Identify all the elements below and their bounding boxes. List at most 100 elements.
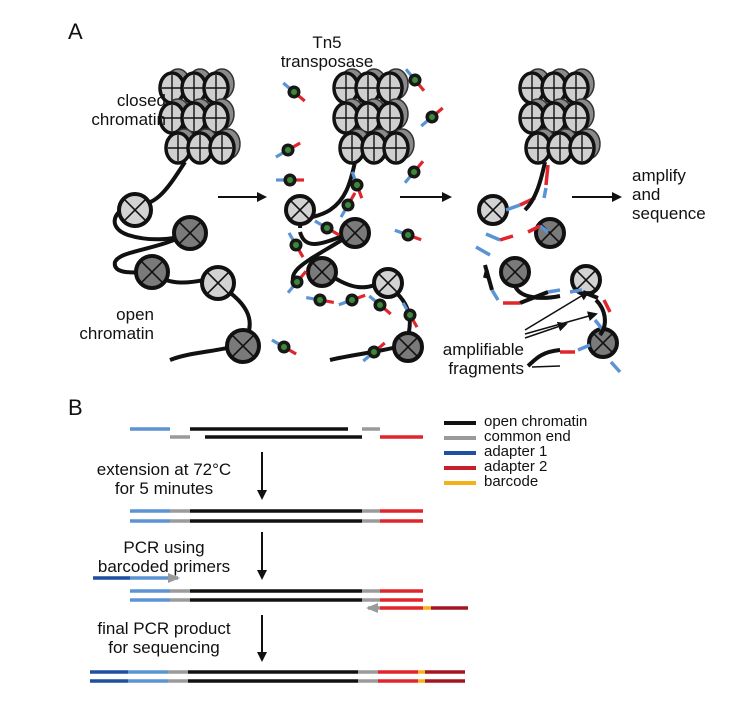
open-nucleosomes-stage-1 — [117, 192, 261, 364]
fragment-segment — [542, 187, 548, 199]
fragment-segment — [602, 299, 612, 313]
tn5-complex — [271, 338, 297, 356]
tn5-complex — [287, 232, 305, 258]
closed-nucleosome — [202, 68, 235, 105]
fragment-segment — [475, 245, 491, 257]
fragment-segment — [609, 360, 622, 374]
closed-chromatin-label-line-2: chromatin — [91, 110, 166, 129]
closed-nucleosome — [562, 98, 595, 135]
tn5-complex — [394, 228, 422, 242]
tn5-label-line-1: Tn5 — [312, 33, 342, 52]
amplify-sequence-label-line-3: sequence — [632, 204, 706, 223]
tn5-complex — [338, 293, 366, 307]
open-nucleosome — [392, 331, 424, 363]
fragment-segment — [544, 164, 550, 186]
open-chromatin-label-line-2: chromatin — [79, 324, 154, 343]
panel-label-b: B — [68, 395, 83, 420]
panel-label-a: A — [68, 19, 83, 44]
open-nucleosome — [172, 215, 208, 251]
open-nucleosomes-stage-2 — [284, 194, 424, 363]
closed-nucleosome — [524, 128, 557, 165]
step-final-product-label-line-1: final PCR product — [97, 619, 231, 638]
tn5-complex — [368, 294, 392, 316]
closed-nucleosome — [562, 68, 595, 105]
fragment-segment — [538, 224, 550, 234]
open-nucleosome — [134, 254, 170, 290]
tn5-complex — [275, 141, 301, 159]
legend-swatch — [444, 436, 476, 440]
tn5-complex — [282, 81, 306, 103]
open-nucleosome — [117, 192, 153, 228]
closed-nucleosome — [568, 128, 601, 165]
fragment-segment — [547, 288, 561, 294]
step-extension-label-line-1: extension at 72°C — [96, 460, 232, 479]
legend-label: adapter 1 — [484, 443, 548, 460]
tn5-label-line-2: transposase — [280, 52, 374, 71]
closed-chromatin-cluster-3 — [518, 68, 601, 165]
tn5-complex — [362, 341, 386, 363]
open-nucleosome — [372, 267, 404, 299]
open-nucleosome — [200, 265, 236, 301]
fiber-remnant — [526, 348, 561, 368]
open-nucleosome — [534, 217, 566, 249]
fragment-segment — [577, 343, 591, 352]
open-nucleosome — [225, 328, 261, 364]
open-chromatin-label-line-1: open — [116, 305, 154, 324]
fragment-segment — [483, 269, 489, 279]
closed-chromatin-cluster-1 — [158, 68, 241, 165]
open-nucleosome — [339, 217, 371, 249]
open-nucleosomes-stage-3 — [477, 194, 619, 359]
fragment-segment — [499, 234, 514, 242]
closed-nucleosome — [208, 128, 241, 165]
legend-label: barcode — [484, 473, 539, 490]
legend-swatch — [444, 421, 476, 425]
tn5-complex — [403, 160, 425, 184]
tn5-complex — [401, 302, 419, 328]
fiber-remnant — [523, 161, 547, 212]
fragment-segment — [485, 232, 501, 242]
amplifiable-fragments-label-line-2: fragments — [448, 359, 524, 378]
open-nucleosome — [499, 256, 531, 288]
step-final-product-label-line-2: for sequencing — [108, 638, 220, 657]
closed-chromatin-label-line-1: closed — [116, 91, 166, 110]
chromatin-fiber-stage-2 — [291, 161, 412, 362]
amplify-sequence-label-line-1: amplify — [632, 166, 686, 185]
tn5-complex — [420, 106, 444, 128]
closed-nucleosome — [376, 68, 409, 105]
legend-swatch — [444, 451, 476, 455]
open-nucleosome — [477, 194, 509, 226]
open-nucleosome — [306, 256, 338, 288]
fragment-segment — [483, 264, 494, 291]
tn5-complex — [339, 192, 357, 218]
fiber-remnant — [513, 284, 561, 300]
closed-nucleosome — [202, 98, 235, 135]
step-pcr-label-line-2: barcoded primers — [97, 557, 231, 576]
fragment-segment — [490, 289, 500, 301]
step-pcr-label-line-1: PCR using — [123, 538, 205, 557]
tn5-complex — [404, 68, 426, 92]
fragment-segment — [505, 203, 521, 212]
legend-label: open chromatin — [484, 413, 588, 430]
amplifiable-fragments-label-line-1: amplifiable — [442, 340, 524, 359]
fragment-segment — [527, 224, 541, 234]
tn5-complex — [350, 171, 364, 199]
fragment-segment — [569, 288, 583, 294]
legend-swatch — [444, 466, 476, 470]
tn5-complex — [305, 293, 335, 307]
amplify-sequence-label-line-2: and — [632, 185, 661, 204]
tn5-complex — [286, 270, 308, 294]
open-nucleosome — [284, 194, 316, 226]
closed-nucleosome — [382, 128, 415, 165]
closed-chromatin-cluster-2 — [332, 68, 415, 165]
tn5-complex — [314, 219, 340, 237]
tn5-complex — [276, 173, 304, 187]
tn5-transposase-complexes — [271, 68, 444, 363]
